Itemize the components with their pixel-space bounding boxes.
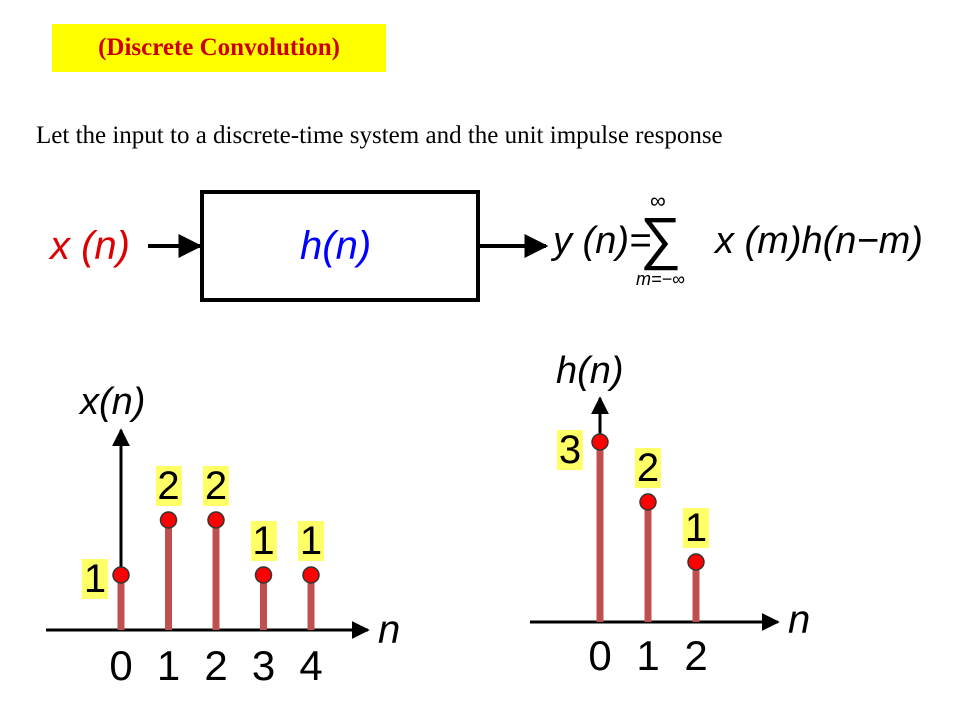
plot1-stem-marker (112, 566, 130, 584)
plot2-value-label: 1 (682, 506, 710, 550)
summand: x (m)h(n−m) (715, 220, 923, 262)
plot2-x-label: n (788, 598, 811, 642)
plot1-stem-marker (302, 566, 320, 584)
plot1-stem-marker (254, 566, 273, 584)
plot1-value-label: 1 (297, 519, 325, 563)
plot1-x-tick-label: 4 (299, 642, 323, 689)
plot2-stem-marker (687, 553, 705, 571)
plot2-stem-marker (591, 433, 609, 451)
plot1-x-label: n (378, 608, 401, 652)
plot1-stem-marker (159, 511, 178, 529)
system-box (200, 190, 480, 302)
output-lhs: y (n)= (553, 220, 652, 262)
input-label: x (n) (50, 224, 130, 268)
title-banner: (Discrete Convolution) (52, 24, 386, 72)
plot1-x-tick-label: 3 (251, 642, 276, 689)
plot1-y-label: x(n) (80, 381, 146, 423)
plot2-value-label: 3 (556, 428, 584, 472)
plot1-x-tick-label: 0 (109, 642, 133, 689)
sum-symbol: ∑ (640, 206, 682, 271)
plot2-stem-marker (639, 493, 657, 511)
sum-lower-limit: m=−∞ (636, 269, 685, 289)
plot1-value-label: 1 (81, 557, 109, 601)
plot2-x-tick-label: 0 (588, 632, 612, 679)
plot2-value-label: 2 (634, 446, 662, 490)
plot1-value-label: 2 (155, 464, 182, 508)
plot1-stem-marker (207, 511, 225, 529)
plot2-y-label: h(n) (556, 350, 624, 392)
plot2-x-tick-label: 2 (684, 632, 708, 679)
plot1-value-label: 1 (250, 519, 277, 563)
plot1-x-tick-label: 2 (204, 642, 228, 689)
plot1-value-label: 2 (202, 464, 230, 508)
system-box-label: h(n) (300, 224, 372, 268)
title-text: (Discrete Convolution) (98, 34, 340, 61)
plot1-x-tick-label: 1 (156, 642, 181, 689)
intro-text: Let the input to a discrete-time system … (36, 122, 723, 149)
plot2-x-tick-label: 1 (636, 632, 660, 679)
sum-upper-limit: ∞ (650, 188, 666, 213)
